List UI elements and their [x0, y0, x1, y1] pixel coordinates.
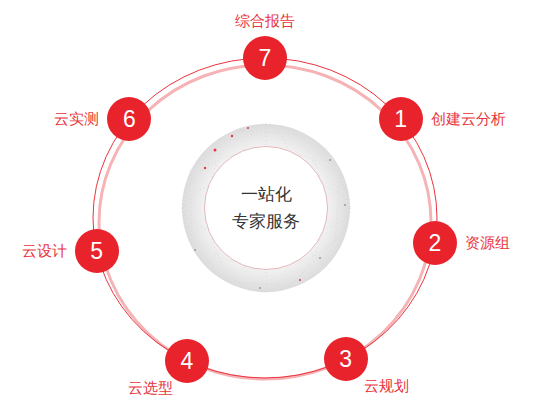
step-label: 综合报告: [235, 12, 295, 30]
step-circle: 5云设计: [75, 229, 119, 273]
step-number: 5: [75, 229, 119, 273]
step-number: 3: [324, 337, 368, 381]
step-label: 资源组: [465, 234, 510, 252]
step-label: 云选型: [128, 379, 173, 397]
mesh-lines: [182, 124, 350, 292]
step-label: 云规划: [364, 377, 409, 395]
center-label: 一站化 专家服务: [230, 181, 302, 235]
step-circle: 3云规划: [324, 337, 368, 381]
step-label: 云设计: [22, 242, 67, 260]
step-number: 7: [243, 36, 287, 80]
step-number: 6: [107, 97, 151, 141]
step-number: 1: [379, 97, 423, 141]
outer-ring: [93, 58, 437, 378]
step-circle: 7综合报告: [243, 36, 287, 80]
step-number: 2: [413, 221, 457, 265]
step-circle: 6云实测: [107, 97, 151, 141]
mesh-sphere: [182, 124, 350, 292]
step-label: 云实测: [54, 110, 99, 128]
inner-ring: [99, 65, 431, 379]
step-circle: 2资源组: [413, 221, 457, 265]
step-label: 创建云分析: [431, 110, 506, 128]
step-circle: 1创建云分析: [379, 97, 423, 141]
step-number: 4: [165, 339, 209, 383]
center-circle: 一站化 专家服务: [204, 146, 328, 270]
step-circle: 4云选型: [165, 339, 209, 383]
